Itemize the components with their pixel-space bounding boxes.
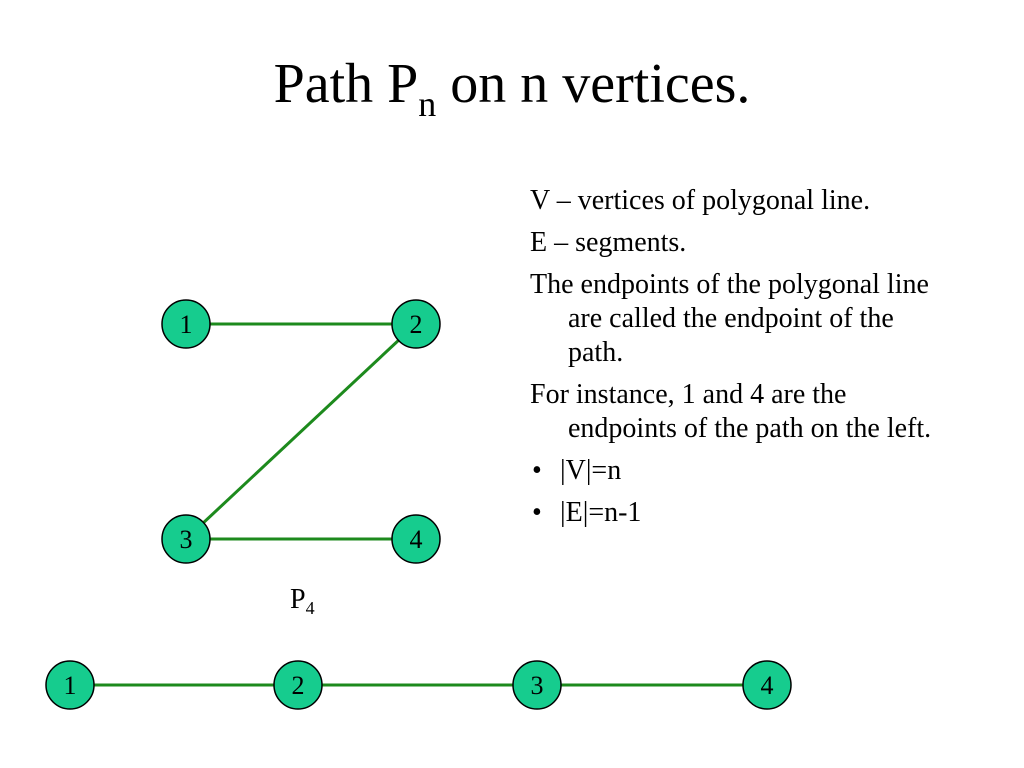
slide-title: Path Pn on n vertices. [0,53,1024,122]
bullet-text: |E|=n-1 [560,497,642,528]
definition-text-panel: V – vertices of polygonal line. E – segm… [530,184,950,538]
p4-caption-subscript: 4 [305,598,315,618]
p4-vertex-4: 4 [391,514,441,564]
bullet-symbol: • [532,455,542,486]
title-main: Path P [273,53,419,115]
p4-vertex-label: 1 [180,310,193,339]
bullet-vertex-count: • |V|=n [530,454,950,488]
line-vertex-label: 1 [64,671,77,700]
line-vertex-label: 3 [531,671,544,700]
p4-graph: 1 2 3 4 [161,299,441,564]
line-vertex-label: 2 [292,671,305,700]
definition-edges: E – segments. [530,227,687,258]
line-vertex-4: 4 [742,660,792,710]
definition-vertices: V – vertices of polygonal line. [530,185,871,216]
p4-caption: P4 [290,584,315,618]
p4-vertex-3: 3 [161,514,211,564]
definition-endpoints: The endpoints of the polygonal line are … [530,269,929,368]
line-vertex-label: 4 [761,671,774,700]
p4-vertex-2: 2 [391,299,441,349]
line-vertex-2: 2 [273,660,323,710]
p4-vertex-1: 1 [161,299,211,349]
endpoint-example: For instance, 1 and 4 are the endpoints … [530,379,932,444]
title-rest: on n vertices. [436,53,751,115]
bullet-text: |V|=n [560,455,622,486]
bullet-edge-count: • |E|=n-1 [530,496,950,530]
p4-caption-main: P [290,584,306,615]
line-graph: 1 2 3 4 [45,660,792,710]
line-vertex-1: 1 [45,660,95,710]
p4-vertex-label: 3 [180,525,193,554]
p4-edge-2-3 [184,322,418,541]
line-vertex-3: 3 [512,660,562,710]
bullet-symbol: • [532,497,542,528]
title-subscript: n [418,84,437,124]
p4-vertex-label: 2 [410,310,423,339]
p4-vertex-label: 4 [410,525,423,554]
